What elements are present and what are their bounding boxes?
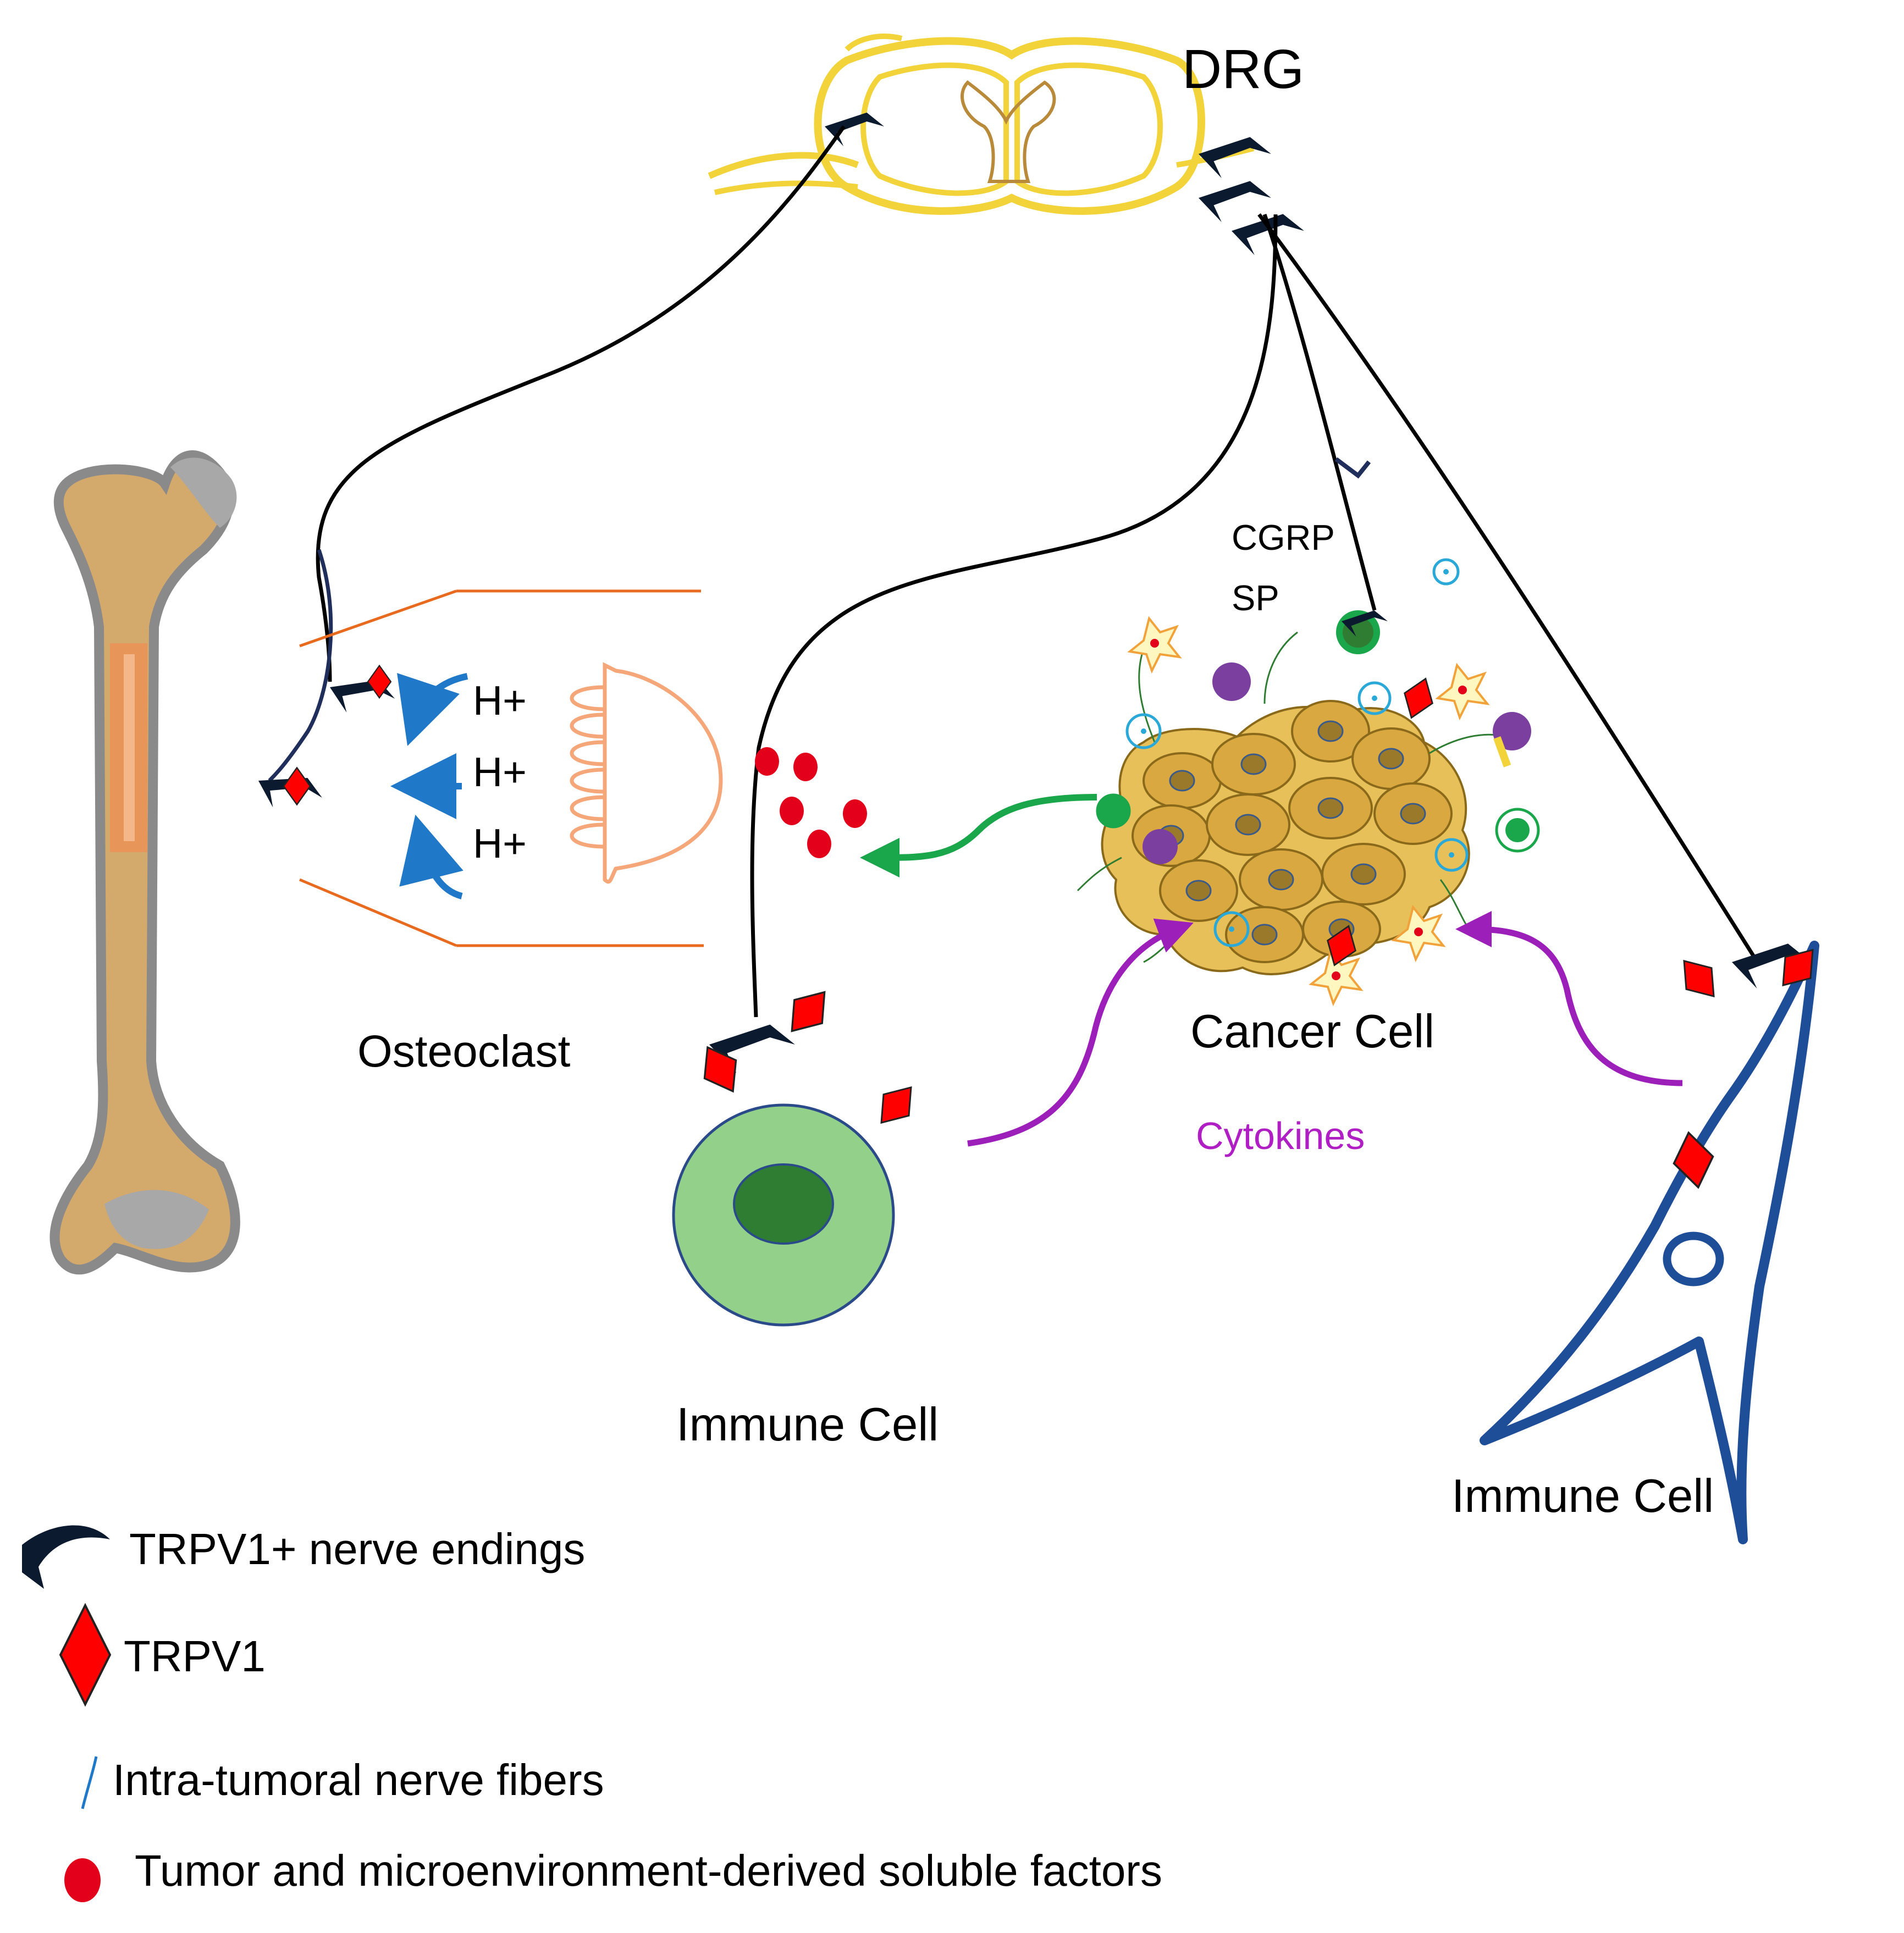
cgrp-label: CGRP xyxy=(1232,517,1335,557)
proton-label-2: H+ xyxy=(473,749,527,795)
bone-nerve-fiber xyxy=(268,549,333,782)
immune-cell-right-label: Immune Cell xyxy=(1452,1470,1714,1522)
legend-item-trpv1: TRPV1 xyxy=(59,1603,266,1707)
trpv1-nerve-ending-icon xyxy=(22,1525,110,1589)
drg-label: DRG xyxy=(1182,38,1304,100)
zoom-lines xyxy=(299,589,704,947)
immune-cell-left-label: Immune Cell xyxy=(676,1399,939,1451)
legend-item-nerve-fiber: Intra-tumoral nerve fibers xyxy=(81,1755,604,1809)
osteoclast-label: Osteoclast xyxy=(357,1026,571,1076)
nerve-fiber-icon xyxy=(81,1756,98,1809)
trpv1-diamond-icon xyxy=(59,1603,112,1707)
proton-arrows xyxy=(390,673,468,899)
legend-label: Tumor and microenvironment-derived solub… xyxy=(135,1846,1162,1895)
osteoclast xyxy=(570,662,723,884)
cytokines-label: Cytokines xyxy=(1196,1114,1365,1157)
cytokine-arrows xyxy=(967,911,1683,1147)
green-arrow xyxy=(860,794,1097,877)
immune-cell-right xyxy=(1480,938,1826,1544)
immune-cell-left xyxy=(672,979,925,1327)
nerve-fibers xyxy=(316,125,1756,1018)
legend-label: TRPV1+ nerve endings xyxy=(129,1525,585,1573)
legend: TRPV1+ nerve endings TRPV1 Intra-tumoral… xyxy=(22,1525,1162,1902)
proton-label-1: H+ xyxy=(473,677,527,724)
legend-label: Intra-tumoral nerve fibers xyxy=(113,1755,604,1804)
legend-label: TRPV1 xyxy=(124,1632,266,1681)
spinal-cord xyxy=(708,34,1255,215)
tumor-nerve-ending xyxy=(1334,457,1388,637)
tumor xyxy=(1077,558,1540,1007)
sp-label: SP xyxy=(1232,578,1279,618)
soluble-factor-icon xyxy=(64,1858,101,1902)
soluble-factors xyxy=(755,747,867,858)
cancer-cell-label: Cancer Cell xyxy=(1190,1006,1434,1058)
legend-item-soluble-factor: Tumor and microenvironment-derived solub… xyxy=(64,1846,1162,1902)
legend-item-nerve-ending: TRPV1+ nerve endings xyxy=(22,1525,585,1589)
bone xyxy=(49,450,240,1275)
proton-label-3: H+ xyxy=(473,820,527,866)
